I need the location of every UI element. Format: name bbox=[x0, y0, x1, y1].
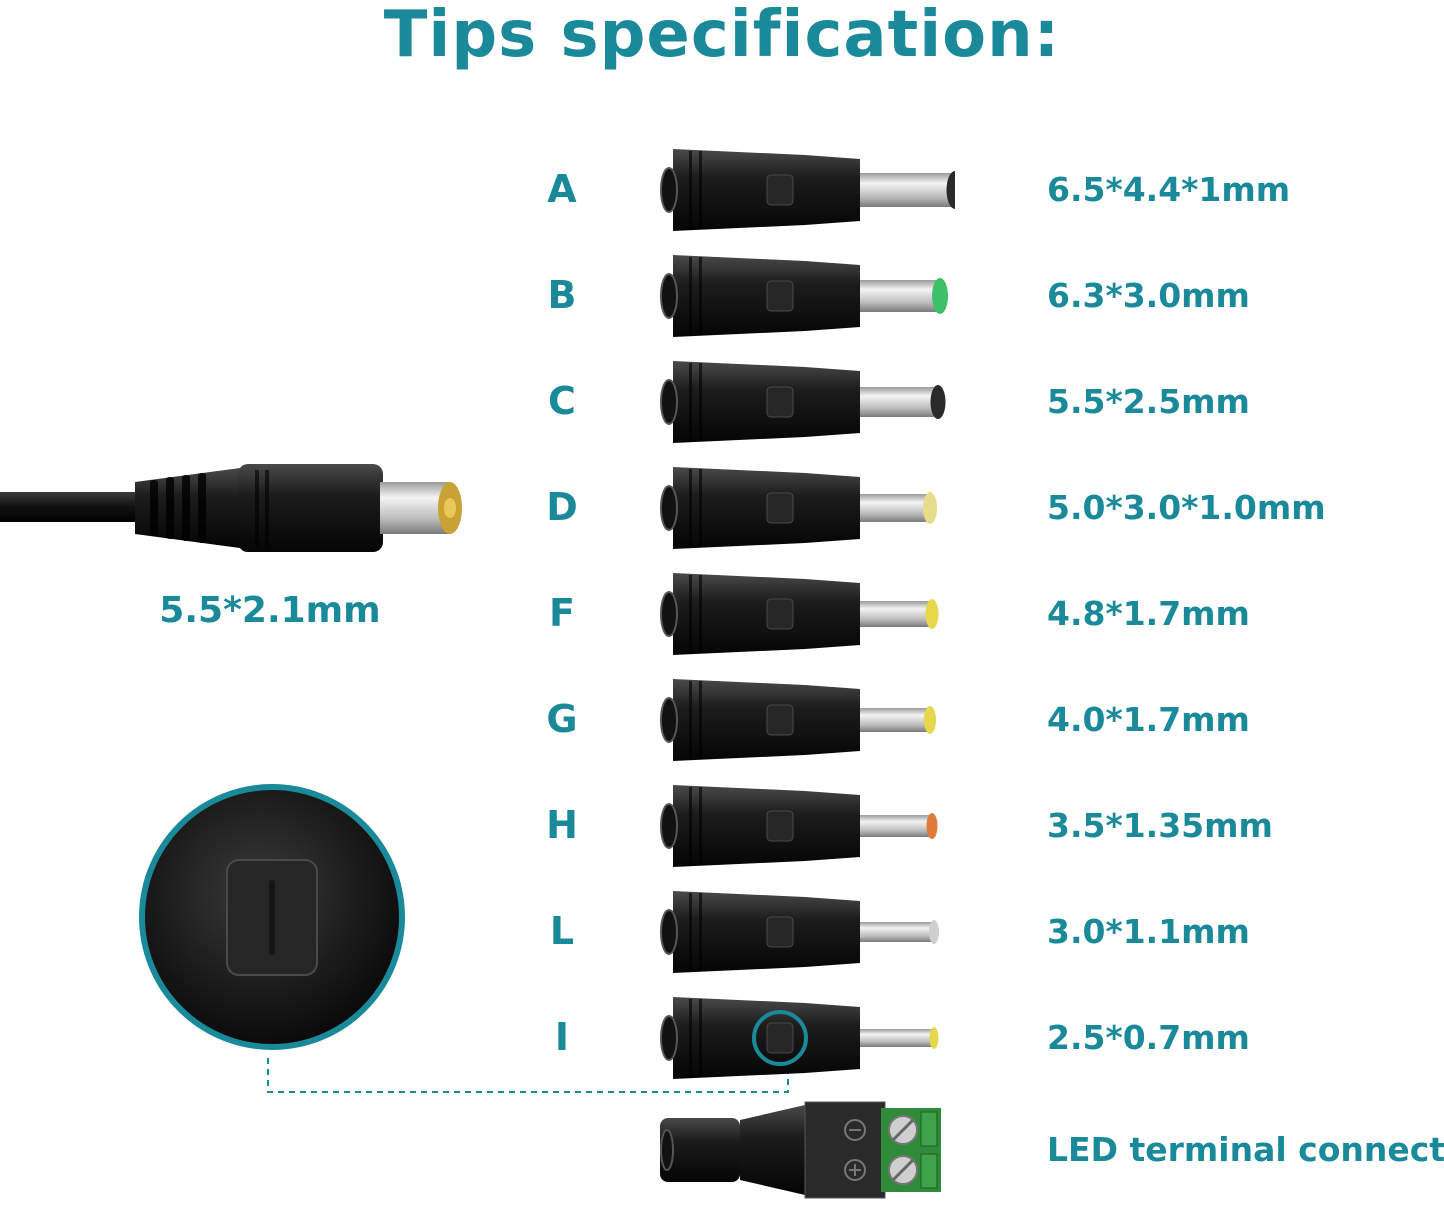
tip-adapter-b bbox=[660, 255, 948, 337]
terminal-connector-illustration bbox=[660, 1101, 941, 1199]
dashed-leader-line bbox=[267, 1058, 789, 1093]
tip-spec: 3.5*1.35mm bbox=[1047, 806, 1273, 845]
zoom-detail-circle bbox=[139, 784, 405, 1050]
tip-adapter-c bbox=[660, 361, 946, 443]
tip-spec: 6.5*4.4*1mm bbox=[1047, 170, 1291, 209]
tip-spec: 4.8*1.7mm bbox=[1047, 594, 1250, 633]
tip-adapter-a bbox=[660, 149, 955, 231]
main-plug-label: 5.5*2.1mm bbox=[159, 590, 381, 631]
tip-spec: 6.3*3.0mm bbox=[1047, 276, 1250, 315]
tip-letter: A bbox=[547, 167, 577, 211]
main-plug-illustration bbox=[0, 464, 462, 552]
tip-letter: I bbox=[554, 1015, 570, 1059]
tip-spec: 5.5*2.5mm bbox=[1047, 382, 1250, 421]
tip-letter: G bbox=[546, 697, 578, 741]
terminal-connector-label: LED terminal connector bbox=[1047, 1130, 1444, 1169]
tip-spec: 4.0*1.7mm bbox=[1047, 700, 1250, 739]
zoom-letter-icon bbox=[270, 860, 271, 861]
tip-adapter-g bbox=[660, 679, 936, 761]
tip-adapter-h bbox=[660, 785, 938, 867]
tip-letter: C bbox=[548, 379, 576, 423]
highlight-circle bbox=[752, 1010, 808, 1066]
tip-adapter-i bbox=[660, 997, 939, 1079]
tip-spec: 2.5*0.7mm bbox=[1047, 1018, 1250, 1057]
tip-letter: D bbox=[546, 485, 578, 529]
tip-spec: 3.0*1.1mm bbox=[1047, 912, 1250, 951]
tip-letter: L bbox=[549, 909, 575, 953]
page-title: Tips specification: bbox=[383, 0, 1061, 72]
tip-spec: 5.0*3.0*1.0mm bbox=[1047, 488, 1326, 527]
tip-adapter-d bbox=[660, 467, 937, 549]
tip-adapter-f bbox=[660, 573, 939, 655]
tip-letter: B bbox=[547, 273, 577, 317]
tip-letter: F bbox=[549, 591, 575, 635]
tip-adapter-l bbox=[660, 891, 939, 973]
tip-letter: H bbox=[546, 803, 578, 847]
